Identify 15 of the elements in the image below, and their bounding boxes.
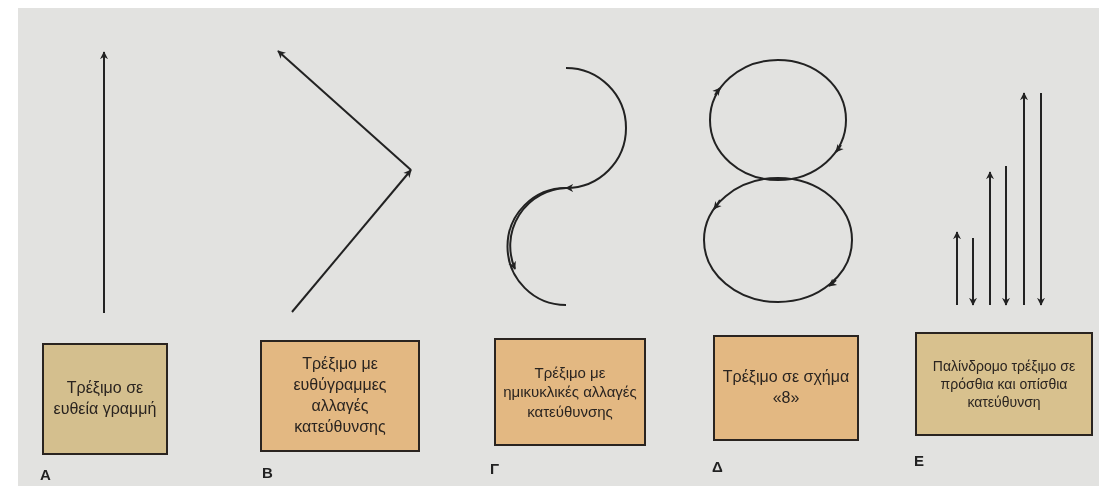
panel-letter: Δ <box>712 458 723 475</box>
panel-letter: Α <box>40 466 51 483</box>
caption-box <box>915 332 1093 436</box>
box-text: Τρέξιμο με ημικυκλικές αλλαγές κατεύθυνσης <box>502 362 638 422</box>
panel-letter: Β <box>262 464 273 481</box>
panel-letter: Γ <box>490 460 500 477</box>
box-text: Τρέξιμο με ευθύγραμμες αλλαγές κατεύθυνσης <box>292 354 388 437</box>
caption-box <box>494 338 646 446</box>
box-text: Τρέξιμο σε ευθεία γραμμή <box>52 378 158 419</box>
caption-box <box>42 343 168 455</box>
panel-letter: Ε <box>914 452 924 469</box>
caption-box <box>713 335 859 441</box>
caption-box <box>260 340 420 452</box>
box-text: Τρέξιμο σε σχήμα «8» <box>721 367 851 408</box>
box-text: Παλίνδρομο τρέξιμο σε πρόσθια και οπίσθια κατεύθυνση <box>931 356 1077 412</box>
